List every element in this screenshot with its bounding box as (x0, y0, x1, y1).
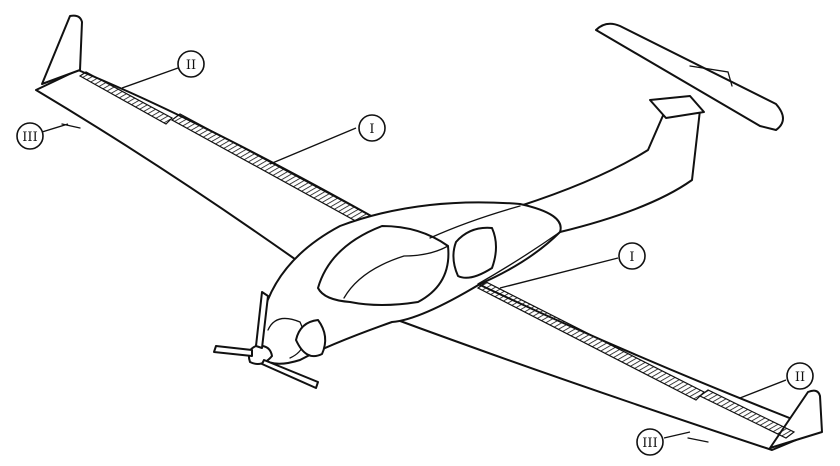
callout-II-upper (177, 50, 205, 78)
callout-I-lower (618, 242, 646, 270)
cowling-intake (295, 319, 327, 358)
callout-II-lower (786, 362, 814, 390)
vertical-fin (649, 95, 705, 119)
callout-I-lower-label: I (629, 250, 634, 265)
callout-III-lower-label: III (642, 436, 657, 451)
callout-I-upper-label: I (369, 122, 374, 137)
left-wing (35, 14, 384, 275)
callout-II-upper-label: II (186, 58, 196, 73)
horizontal-stabilizer (595, 22, 784, 131)
callout-III-upper-label: III (22, 130, 37, 145)
callout-III-lower (636, 428, 664, 456)
right-aileron-tab (687, 437, 709, 443)
callout-II-lower-label: II (795, 370, 805, 385)
left-winglet (41, 14, 83, 85)
cowling (267, 317, 305, 359)
callout-I-upper (358, 114, 386, 142)
right-flap (476, 281, 706, 401)
right-aileron (698, 389, 796, 439)
rear-window (452, 226, 497, 279)
callout-group: I II III I II III (16, 50, 814, 456)
fuselage (255, 201, 562, 365)
callout-III-upper (16, 122, 44, 150)
tail-section (519, 22, 784, 233)
propeller (213, 291, 319, 389)
left-aileron (78, 71, 173, 125)
canopy (317, 225, 450, 306)
right-wing (391, 281, 823, 451)
